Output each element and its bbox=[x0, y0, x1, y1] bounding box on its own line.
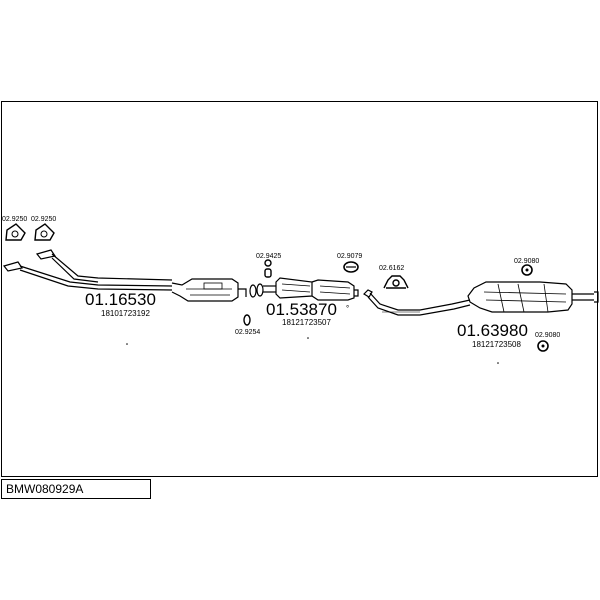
middle-muffler-number: 01.53870 bbox=[266, 300, 337, 319]
diagram-code: BMW080929A bbox=[1, 479, 151, 499]
middle-muffler bbox=[249, 277, 359, 301]
rear-pipe bbox=[363, 289, 471, 316]
front-pipe-number: 01.16530 bbox=[85, 290, 156, 309]
stray-mark: ° bbox=[346, 304, 349, 313]
rear-muffler-number: 01.63980 bbox=[457, 321, 528, 340]
diagram-frame bbox=[1, 101, 598, 477]
hanger-icon bbox=[537, 340, 549, 352]
rubber-mount-icon bbox=[383, 275, 409, 289]
gasket-left-label: 02.9250 bbox=[2, 216, 27, 223]
hanger-mid-label: 02.9079 bbox=[337, 253, 362, 260]
rear-muffler-oem: 18121723508 bbox=[472, 340, 521, 349]
leader-dot bbox=[497, 362, 499, 364]
middle-muffler-oem: 18121723507 bbox=[282, 318, 331, 327]
gasket-icon bbox=[5, 223, 26, 241]
gasket-icon bbox=[34, 223, 55, 241]
hanger-icon bbox=[343, 261, 359, 273]
hanger-flex-label: 02.6162 bbox=[379, 265, 404, 272]
front-pipe-oem: 18101723192 bbox=[101, 309, 150, 318]
leader-dot bbox=[307, 337, 309, 339]
hanger-icon bbox=[521, 264, 533, 276]
ring-label: 02.9254 bbox=[235, 329, 260, 336]
leader-dot bbox=[126, 343, 128, 345]
gasket-right-label: 02.9250 bbox=[31, 216, 56, 223]
clamp-label: 02.9425 bbox=[256, 253, 281, 260]
hanger-rear-top-label: 02.9080 bbox=[514, 258, 539, 265]
hanger-rear-bottom-label: 02.9080 bbox=[535, 332, 560, 339]
rear-muffler bbox=[467, 281, 599, 313]
clamp-icon bbox=[264, 259, 272, 278]
front-pipe bbox=[2, 249, 247, 302]
ring-gasket-icon bbox=[243, 314, 251, 326]
